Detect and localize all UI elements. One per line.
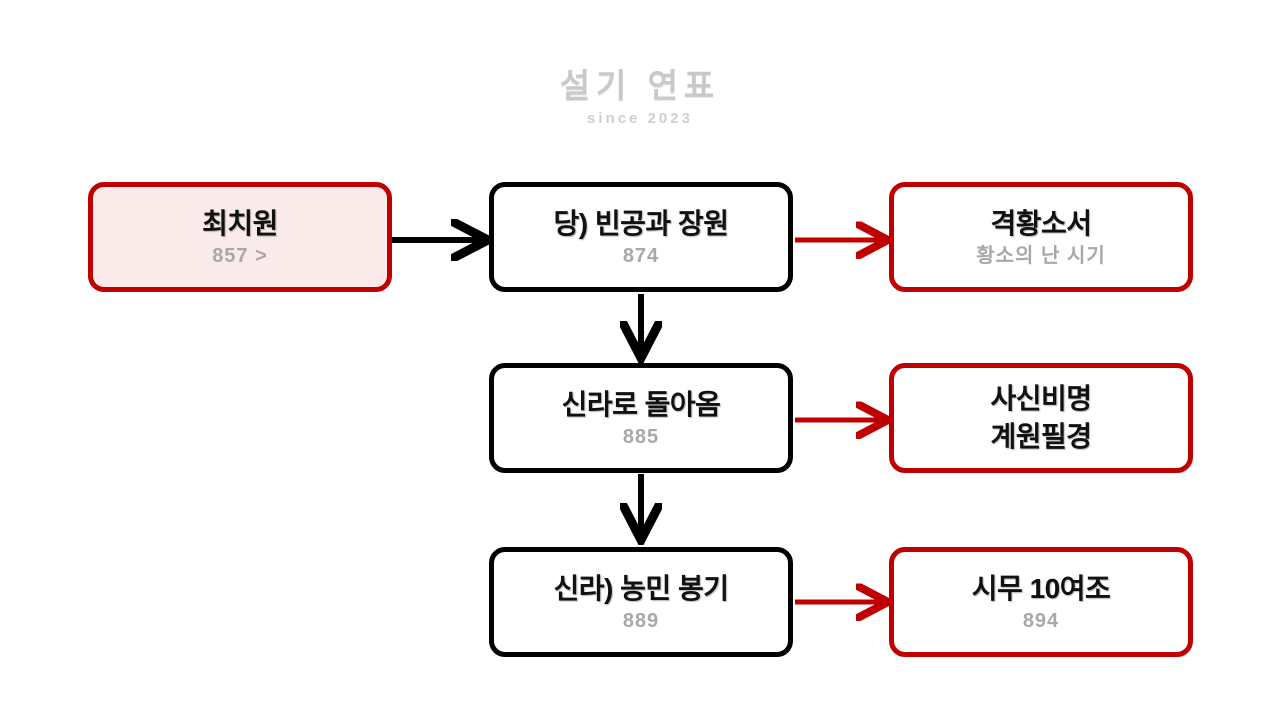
node-subtitle: 885 <box>622 425 660 448</box>
node-title-line1: 사신비명 <box>990 383 1092 414</box>
node-title: 시무 10여조 <box>971 572 1111 604</box>
logo-title: 설기 연표 <box>559 67 721 104</box>
node-return-to-silla[interactable]: 신라로 돌아옴 885 <box>489 363 793 473</box>
node-subtitle: 894 <box>1022 609 1060 632</box>
node-tang-bingongwa[interactable]: 당) 빈공과 장원 874 <box>489 182 793 292</box>
node-subtitle: 874 <box>622 244 660 267</box>
node-sasinbimyeong[interactable]: 사신비명 계원필경 <box>889 363 1193 473</box>
node-choe-chiwon[interactable]: 최치원 857 > <box>88 182 392 292</box>
node-silla-peasant-revolt[interactable]: 신라) 농민 봉기 889 <box>489 547 793 657</box>
node-title: 당) 빈공과 장원 <box>553 207 729 239</box>
node-simu-10[interactable]: 시무 10여조 894 <box>889 547 1193 657</box>
node-subtitle: 857 > <box>212 244 268 267</box>
node-subtitle: 889 <box>622 609 660 632</box>
node-title: 신라) 농민 봉기 <box>553 572 729 604</box>
logo: 설기 연표 since 2023 <box>0 66 1280 130</box>
node-title: 격황소서 <box>990 207 1092 239</box>
logo-subtitle: since 2023 <box>587 110 693 127</box>
node-title: 최치원 <box>202 207 278 239</box>
node-title-line2: 계원필경 <box>990 421 1092 452</box>
node-title: 신라로 돌아옴 <box>561 388 721 420</box>
node-subtitle: 황소의 난 시기 <box>976 244 1106 267</box>
node-gyeokhwangsoseo[interactable]: 격황소서 황소의 난 시기 <box>889 182 1193 292</box>
